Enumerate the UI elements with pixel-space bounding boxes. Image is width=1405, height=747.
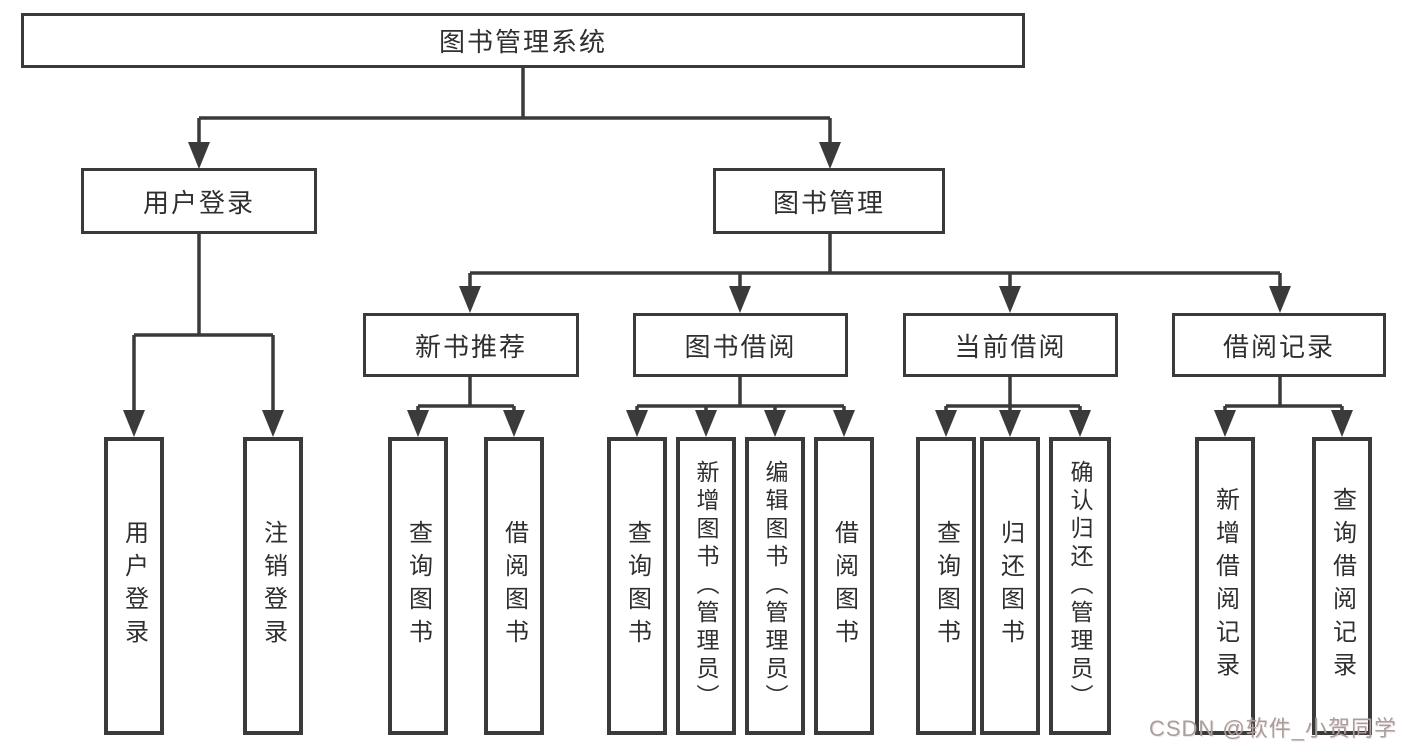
- node-root-system: 图书管理系统: [21, 13, 1025, 68]
- node-book-borrow: 图书借阅: [633, 313, 848, 377]
- leaf-borrow-query-books: 查询图书: [607, 437, 667, 735]
- node-label: 新增图书（管理员）: [693, 460, 719, 712]
- leaf-current-confirm-return-admin: 确认归还（管理员）: [1049, 437, 1111, 735]
- node-new-book-recommend: 新书推荐: [363, 313, 579, 377]
- node-label: 当前借阅: [954, 331, 1067, 362]
- node-label: 新书推荐: [414, 331, 527, 362]
- node-borrow-records: 借阅记录: [1172, 313, 1386, 377]
- leaf-recommend-query-books: 查询图书: [388, 437, 448, 735]
- node-book-management-branch: 图书管理: [713, 168, 945, 234]
- node-label: 用户登录: [142, 187, 255, 218]
- node-label: 图书管理: [772, 187, 885, 218]
- leaf-borrow-add-books-admin: 新增图书（管理员）: [676, 437, 736, 735]
- leaf-recommend-borrow-books: 借阅图书: [484, 437, 544, 735]
- node-label: 归还图书: [996, 520, 1024, 652]
- node-label: 查询图书: [404, 520, 432, 652]
- node-label: 借阅图书: [500, 520, 528, 652]
- node-label: 查询图书: [932, 520, 960, 652]
- node-label: 借阅图书: [830, 520, 858, 652]
- node-current-borrow: 当前借阅: [903, 313, 1118, 377]
- leaf-current-query-books: 查询图书: [916, 437, 976, 735]
- leaf-current-return-books: 归还图书: [980, 437, 1040, 735]
- node-user-login-branch: 用户登录: [81, 168, 317, 234]
- node-label: 用户登录: [120, 520, 148, 652]
- leaf-borrow-borrow-books: 借阅图书: [814, 437, 874, 735]
- node-label: 查询借阅记录: [1328, 487, 1356, 685]
- node-label: 新增借阅记录: [1211, 487, 1239, 685]
- node-label: 编辑图书（管理员）: [762, 460, 788, 712]
- leaf-user-login: 用户登录: [104, 437, 164, 735]
- leaf-records-add-record: 新增借阅记录: [1195, 437, 1255, 735]
- node-label: 图书借阅: [684, 331, 797, 362]
- leaf-logout-login: 注销登录: [243, 437, 303, 735]
- leaf-records-query-record: 查询借阅记录: [1312, 437, 1372, 735]
- node-label: 图书管理系统: [438, 27, 607, 57]
- leaf-borrow-edit-books-admin: 编辑图书（管理员）: [745, 437, 805, 735]
- node-label: 查询图书: [623, 520, 651, 652]
- node-label: 注销登录: [259, 520, 287, 652]
- node-label: 确认归还（管理员）: [1067, 460, 1093, 712]
- node-label: 借阅记录: [1222, 331, 1335, 362]
